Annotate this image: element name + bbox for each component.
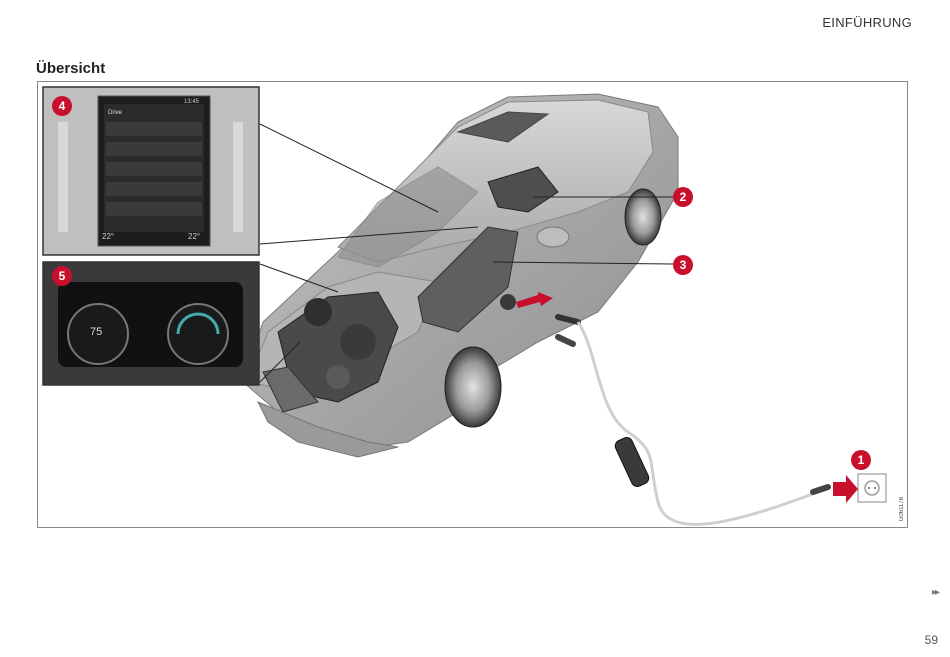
callout-3: 3 xyxy=(673,255,693,275)
car-illustration xyxy=(42,86,887,526)
charge-port-arrow xyxy=(516,292,553,308)
figure-code: G061178 xyxy=(899,496,905,521)
overview-figure: 13:45 Drive 22° 22° 75 4 5 2 3 1 G061178 xyxy=(37,81,908,528)
wall-socket xyxy=(857,473,887,503)
rear-wheel xyxy=(624,188,662,246)
sunroof xyxy=(456,111,550,143)
callout-4: 4 xyxy=(52,96,72,116)
callout-1: 1 xyxy=(851,450,871,470)
callout-5: 5 xyxy=(52,266,72,286)
grille xyxy=(262,366,319,413)
callout-2: 2 xyxy=(673,187,693,207)
control-box xyxy=(614,437,650,487)
inset-screen-heading: Drive xyxy=(108,110,123,116)
inset-screen-temp-left: 22° xyxy=(102,232,115,241)
front-wheel xyxy=(444,346,502,428)
inset-screen-temp-right: 22° xyxy=(188,232,201,241)
charging-cable xyxy=(576,321,819,526)
section-header: EINFÜHRUNG xyxy=(822,15,912,30)
page-title: Übersicht xyxy=(36,60,106,77)
battery-pack xyxy=(417,226,519,333)
page-number: 59 xyxy=(924,633,938,647)
inset-screen-time: 13:45 xyxy=(184,99,200,105)
windshield xyxy=(337,166,479,268)
next-page-icon: ▸▸ xyxy=(931,587,940,598)
inset-cluster-speed: 75 xyxy=(90,326,103,338)
socket-arrow xyxy=(833,475,858,503)
